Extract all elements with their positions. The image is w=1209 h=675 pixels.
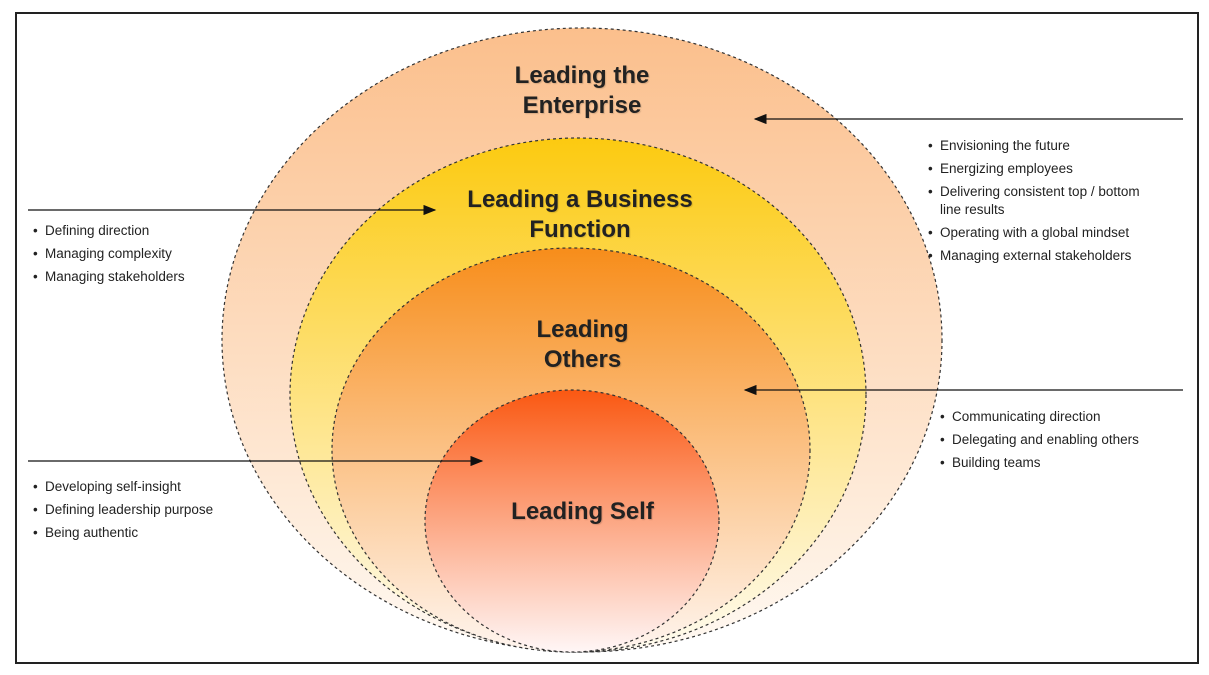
list-item: Developing self-insight (33, 475, 273, 498)
business-bullets: Defining direction Managing complexity M… (33, 219, 233, 288)
list-item: Managing external stakeholders (928, 244, 1188, 267)
list-item: Delivering consistent top / bottom line … (928, 183, 1140, 219)
others-bullets: Communicating direction Delegating and e… (940, 405, 1200, 474)
circle-self (424, 389, 720, 653)
enterprise-bullets: Envisioning the future Energizing employ… (928, 134, 1188, 267)
self-bullets: Developing self-insight Defining leaders… (33, 475, 273, 544)
list-item: Communicating direction (940, 405, 1200, 428)
list-item: Defining direction (33, 219, 233, 242)
list-item: Delegating and enabling others (940, 428, 1200, 451)
list-item: Energizing employees (928, 157, 1188, 180)
list-item: Defining leadership purpose (33, 498, 273, 521)
list-item: Envisioning the future (928, 134, 1188, 157)
list-item: Building teams (940, 451, 1200, 474)
list-item: Operating with a global mindset (928, 221, 1188, 244)
list-item: Managing complexity (33, 242, 233, 265)
title-enterprise: Leading the Enterprise (514, 62, 650, 119)
list-item: Being authentic (33, 521, 273, 544)
title-self: Leading Self (511, 498, 654, 525)
title-business-function: Leading a Business Function (467, 186, 693, 243)
diagram-frame (15, 12, 1199, 664)
title-others: Leading Others (536, 316, 629, 373)
list-item: Managing stakeholders (33, 265, 233, 288)
